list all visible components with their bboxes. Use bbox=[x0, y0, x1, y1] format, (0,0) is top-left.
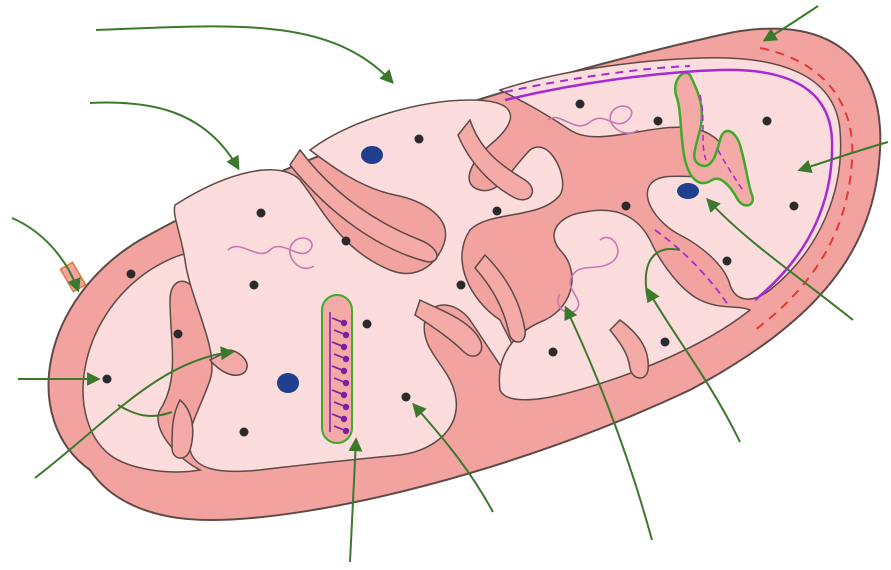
ribosome-dot bbox=[576, 100, 585, 109]
ribosome-dot bbox=[723, 257, 732, 266]
ribosome-dot bbox=[493, 207, 502, 216]
ribosome-dot bbox=[415, 135, 424, 144]
atp-synthase-head bbox=[341, 320, 347, 326]
atp-synthase-head bbox=[343, 380, 349, 386]
atp-synthase-head bbox=[341, 416, 347, 422]
ribosome-dot bbox=[549, 348, 558, 357]
atp-synthase-head bbox=[343, 332, 349, 338]
ribosome-dot bbox=[240, 428, 249, 437]
ribosome-dot bbox=[654, 117, 663, 126]
ribosome-dot bbox=[661, 338, 670, 347]
ribosome-dot bbox=[174, 330, 183, 339]
atp-synthase-head bbox=[343, 404, 349, 410]
ribosome-dot bbox=[103, 375, 112, 384]
intermembrane-space-pointer bbox=[90, 103, 238, 168]
ribosome-dot bbox=[127, 270, 136, 279]
atp-crista bbox=[322, 295, 352, 443]
atp-synthase-head bbox=[341, 392, 347, 398]
atp-synthase-head bbox=[343, 356, 349, 362]
atp-synthase-head bbox=[343, 428, 349, 434]
ribosome-dot bbox=[457, 281, 466, 290]
matrix-granule bbox=[677, 183, 699, 199]
atp-synthase-head bbox=[341, 368, 347, 374]
ribosome-dot bbox=[622, 202, 631, 211]
ribosome-dot bbox=[342, 237, 351, 246]
ribosome-dot bbox=[763, 117, 772, 126]
ribosome-dot bbox=[402, 393, 411, 402]
matrix-granule bbox=[277, 373, 299, 393]
ribosome-dot bbox=[257, 209, 266, 218]
matrix-granule bbox=[361, 146, 383, 164]
ribosome-dot bbox=[363, 320, 372, 329]
atp-synthase-head bbox=[341, 344, 347, 350]
outer-membrane-pointer bbox=[96, 26, 392, 82]
ribosome-dot bbox=[250, 281, 259, 290]
ribosome-dot bbox=[790, 202, 799, 211]
